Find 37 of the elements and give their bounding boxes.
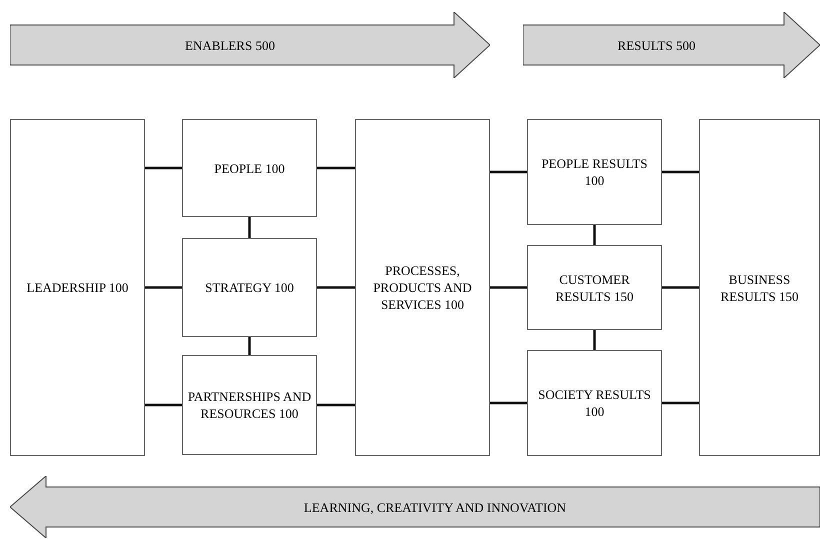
connector-line	[248, 217, 251, 238]
connector-line	[490, 402, 527, 404]
connector-line	[145, 286, 182, 289]
node-label: RESULTS 500	[618, 36, 696, 54]
connector-line	[317, 166, 355, 170]
connector-line	[248, 337, 251, 355]
process-box	[527, 119, 662, 225]
node-label: ENABLERS 500	[185, 36, 275, 54]
node-label: STRATEGY 100	[205, 279, 294, 296]
process-box	[527, 245, 662, 330]
node-label: CUSTOMER RESULTS 150	[554, 270, 634, 304]
connector-line	[145, 404, 182, 406]
connector-line	[593, 330, 596, 350]
process-box	[182, 119, 317, 217]
process-box	[182, 355, 317, 455]
node-label: BUSINESS RESULTS 150	[720, 270, 800, 304]
connector-line	[593, 225, 596, 245]
node-label: PARTNERSHIPS AND RESOURCES 100	[187, 388, 312, 422]
node-label: LEARNING, CREATIVITY AND INNOVATION	[304, 498, 566, 516]
connector-line	[662, 170, 699, 174]
connector-line	[490, 286, 527, 289]
process-box	[182, 238, 317, 337]
node-label: SOCIETY RESULTS 100	[537, 386, 652, 420]
node-label: PEOPLE RESULTS 100	[540, 155, 649, 189]
node-label: LEADERSHIP 100	[26, 279, 128, 296]
process-box	[355, 119, 490, 456]
connector-line	[317, 404, 355, 406]
node-label: PEOPLE 100	[214, 160, 285, 176]
connector-line	[317, 286, 355, 289]
process-box	[527, 350, 662, 456]
process-box	[10, 119, 145, 456]
connector-line	[662, 402, 699, 404]
node-label: PROCESSES, PRODUCTS AND SERVICES 100	[372, 262, 473, 313]
process-box	[699, 119, 820, 456]
connector-line	[145, 166, 182, 170]
connector-line	[490, 170, 527, 174]
connector-line	[662, 286, 699, 289]
